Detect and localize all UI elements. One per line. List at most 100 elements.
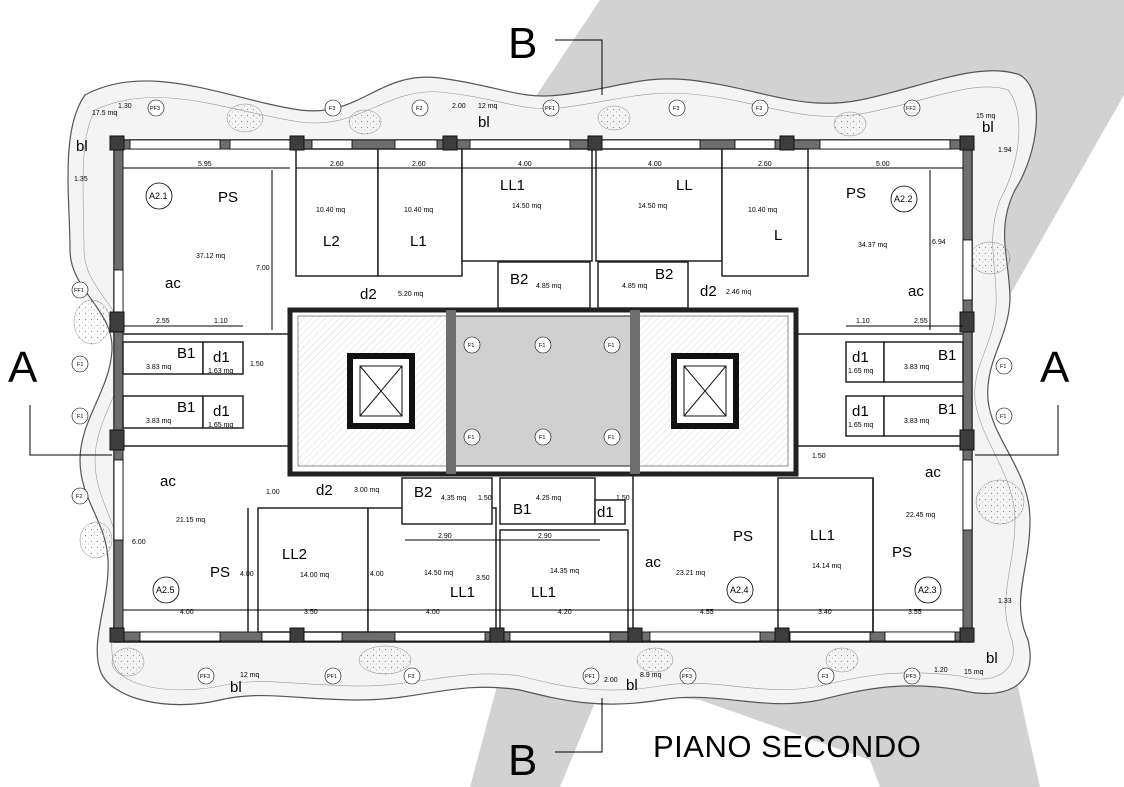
svg-text:37.12 mq: 37.12 mq xyxy=(196,253,225,260)
room-l1: L1 xyxy=(410,233,427,250)
svg-text:1.10: 1.10 xyxy=(856,318,870,325)
svg-text:F1: F1 xyxy=(77,414,83,420)
svg-text:2.60: 2.60 xyxy=(412,161,426,168)
svg-text:F2: F2 xyxy=(756,106,762,112)
svg-text:14.35 mq: 14.35 mq xyxy=(550,568,579,575)
svg-text:F1: F1 xyxy=(539,435,545,441)
svg-text:1.94: 1.94 xyxy=(998,147,1012,154)
svg-text:10.40 mq: 10.40 mq xyxy=(404,207,433,214)
svg-text:2.60: 2.60 xyxy=(758,161,772,168)
svg-text:F1: F1 xyxy=(468,343,474,349)
svg-text:1.63 mq: 1.63 mq xyxy=(208,368,233,375)
svg-text:PF3: PF3 xyxy=(200,674,210,680)
svg-text:2.00: 2.00 xyxy=(604,677,618,684)
svg-text:17.5 mq: 17.5 mq xyxy=(92,110,117,117)
svg-text:4.85 mq: 4.85 mq xyxy=(536,283,561,290)
svg-text:2.55: 2.55 xyxy=(914,318,928,325)
room-b1-left-2: B1 xyxy=(177,399,195,416)
balcony-label-tm: bl xyxy=(478,114,490,131)
svg-text:12 mq: 12 mq xyxy=(478,103,498,110)
svg-text:1.35: 1.35 xyxy=(74,176,88,183)
svg-text:3.40: 3.40 xyxy=(818,609,832,616)
svg-text:F3: F3 xyxy=(408,674,414,680)
svg-text:PF3: PF3 xyxy=(906,674,916,680)
room-ll2: LL2 xyxy=(282,546,307,563)
plan-title: PIANO SECONDO xyxy=(653,729,921,764)
balcony-label-bl: bl xyxy=(230,679,242,696)
svg-text:23.21 mq: 23.21 mq xyxy=(676,570,705,577)
svg-text:34.37 mq: 34.37 mq xyxy=(858,242,887,249)
svg-text:15 mq: 15 mq xyxy=(964,669,984,676)
svg-text:1.50: 1.50 xyxy=(616,495,630,502)
svg-text:5.00: 5.00 xyxy=(876,161,890,168)
room-d2-top-left: d2 xyxy=(360,286,377,303)
svg-text:F1: F1 xyxy=(77,362,83,368)
svg-text:FF2: FF2 xyxy=(906,106,916,112)
balcony-label-bm: bl xyxy=(626,677,638,694)
svg-text:PF3: PF3 xyxy=(682,674,692,680)
section-lines xyxy=(29,39,1059,753)
room-d1-bottom: d1 xyxy=(597,504,614,521)
room-ps-a22: PS xyxy=(846,185,866,202)
svg-text:F1: F1 xyxy=(608,435,614,441)
room-d1-right-2: d1 xyxy=(852,403,869,420)
svg-text:1.50: 1.50 xyxy=(250,361,264,368)
room-ac-a22: ac xyxy=(908,283,924,300)
svg-text:14.14 mq: 14.14 mq xyxy=(812,563,841,570)
svg-text:F3: F3 xyxy=(822,674,828,680)
svg-text:3.83 mq: 3.83 mq xyxy=(904,364,929,371)
svg-text:1.50: 1.50 xyxy=(478,495,492,502)
svg-text:4.00: 4.00 xyxy=(370,571,384,578)
svg-text:F2: F2 xyxy=(416,106,422,112)
area-labels: 37.12 mq 34.37 mq 10.40 mq 10.40 mq 14.5… xyxy=(92,103,996,679)
svg-text:1.00: 1.00 xyxy=(266,489,280,496)
svg-text:4.35 mq: 4.35 mq xyxy=(441,495,466,502)
svg-text:4.25 mq: 4.25 mq xyxy=(536,495,561,502)
dimension-labels: 5.95 2.60 2.60 4.00 4.00 2.60 5.00 1.35 … xyxy=(74,103,1012,684)
svg-text:1.30: 1.30 xyxy=(118,103,132,110)
svg-text:22.45 mq: 22.45 mq xyxy=(906,512,935,519)
section-b-bottom: B xyxy=(508,736,537,785)
room-d2-bottom: d2 xyxy=(316,482,333,499)
svg-text:PF1: PF1 xyxy=(585,674,595,680)
svg-text:2.46 mq: 2.46 mq xyxy=(726,289,751,296)
svg-text:1.20: 1.20 xyxy=(934,667,948,674)
stair-core xyxy=(287,307,799,477)
svg-text:5.20 mq: 5.20 mq xyxy=(398,291,423,298)
svg-text:PF1: PF1 xyxy=(545,106,555,112)
room-d2-top-right: d2 xyxy=(700,283,717,300)
svg-text:3.00 mq: 3.00 mq xyxy=(354,487,379,494)
svg-text:F1: F1 xyxy=(539,343,545,349)
svg-text:3.50: 3.50 xyxy=(304,609,318,616)
room-ac-a21: ac xyxy=(165,275,181,292)
svg-text:4.20: 4.20 xyxy=(558,609,572,616)
svg-text:2.00: 2.00 xyxy=(452,103,466,110)
svg-text:3.83 mq: 3.83 mq xyxy=(146,418,171,425)
svg-text:2.90: 2.90 xyxy=(438,533,452,540)
svg-text:12 mq: 12 mq xyxy=(240,672,260,679)
svg-text:PF3: PF3 xyxy=(150,106,160,112)
svg-text:1.33: 1.33 xyxy=(998,598,1012,605)
svg-text:10.40 mq: 10.40 mq xyxy=(316,207,345,214)
windows xyxy=(113,139,973,642)
room-b1-right-1: B1 xyxy=(938,347,956,364)
room-b2-bottom: B2 xyxy=(414,484,432,501)
svg-text:F1: F1 xyxy=(1000,364,1006,370)
svg-text:F1: F1 xyxy=(468,435,474,441)
fixture-tags xyxy=(71,99,1013,685)
room-b2-top-left: B2 xyxy=(510,271,528,288)
svg-text:4.00: 4.00 xyxy=(426,609,440,616)
fixture-tag-labels: PF3 F3 F2 PF1 F3 F2 FF2 FF1 F1 F1 F2 F1 … xyxy=(74,106,1006,680)
svg-text:2.55: 2.55 xyxy=(156,318,170,325)
room-ll1-bm: LL1 xyxy=(531,584,556,601)
room-ll-top: LL xyxy=(676,177,693,194)
room-l: L xyxy=(774,227,782,244)
room-ps-a23: PS xyxy=(892,544,912,561)
room-ac-a24: ac xyxy=(645,554,661,571)
section-a-left: A xyxy=(8,343,38,392)
svg-text:15 mq: 15 mq xyxy=(976,113,996,120)
balcony-label-tr: bl xyxy=(982,119,994,136)
svg-text:8.9 mq: 8.9 mq xyxy=(640,672,662,679)
room-b1-left-1: B1 xyxy=(177,345,195,362)
dimension-lines xyxy=(123,167,963,611)
